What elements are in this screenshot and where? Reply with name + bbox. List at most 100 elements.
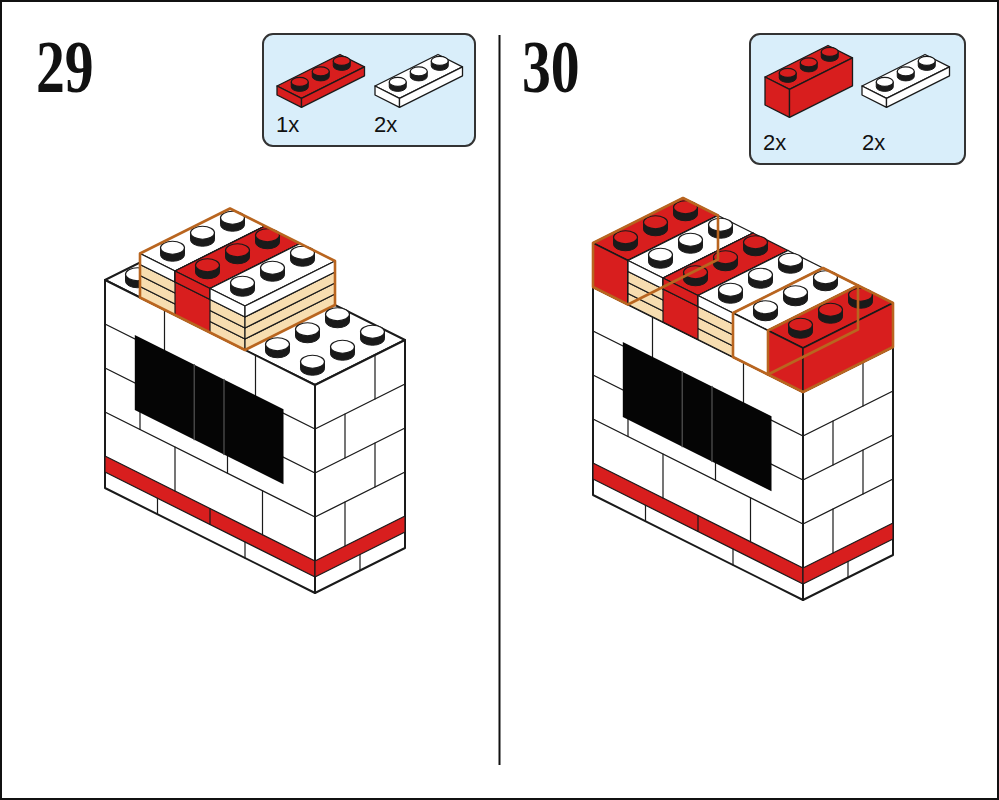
stud-top xyxy=(312,67,329,76)
brick-joint xyxy=(174,447,175,491)
step-divider xyxy=(499,35,501,765)
step-29-model xyxy=(105,209,405,594)
brick-joint xyxy=(803,479,893,524)
stud-top xyxy=(876,77,893,86)
stud-top xyxy=(226,244,250,257)
part-icon xyxy=(765,46,853,118)
brick-joint xyxy=(645,505,646,521)
stud-top xyxy=(231,276,255,289)
part-count: 2x xyxy=(763,132,786,154)
stud-top xyxy=(326,308,350,321)
brick-front xyxy=(593,287,803,600)
stud-top xyxy=(614,231,638,244)
brick-front xyxy=(765,77,790,117)
brick-side xyxy=(315,340,405,593)
stud-top xyxy=(784,286,808,299)
brick-joint xyxy=(652,317,653,361)
stud-top xyxy=(410,67,427,76)
brick-joint xyxy=(315,384,405,429)
brick-top xyxy=(140,242,335,340)
window-divider xyxy=(223,380,224,455)
brick-joint xyxy=(344,502,345,546)
stud-top xyxy=(261,261,285,274)
stud-top xyxy=(779,68,796,77)
brick-joint xyxy=(862,362,863,406)
stud-top xyxy=(679,233,703,246)
brick-joint xyxy=(862,450,863,494)
stud-top xyxy=(821,47,838,56)
stud-top xyxy=(331,340,355,353)
stud-top xyxy=(431,56,448,65)
brick-joint xyxy=(315,472,405,517)
stud-top xyxy=(897,67,914,76)
new-part-outline xyxy=(733,268,858,375)
brick-joint xyxy=(209,509,210,525)
stud-top xyxy=(191,226,215,239)
brick-joint xyxy=(244,542,245,558)
stud-top xyxy=(196,259,220,272)
stud-top xyxy=(649,248,673,261)
brick-side xyxy=(302,67,365,108)
new-part-outline xyxy=(140,209,335,351)
stud-top xyxy=(749,268,773,281)
brick-joint xyxy=(344,414,345,458)
stud-top xyxy=(266,338,290,351)
step-number: 29 xyxy=(36,30,94,104)
stud-top xyxy=(754,301,778,314)
stud-top xyxy=(291,77,308,86)
brick-joint xyxy=(743,362,744,406)
brick-joint xyxy=(359,555,360,571)
brick-joint xyxy=(374,443,375,487)
stud-top xyxy=(361,325,385,338)
part-count: 1x xyxy=(276,114,299,136)
brick-joint xyxy=(697,516,698,532)
brick-joint xyxy=(262,491,263,535)
parts-callout: 2x 2x xyxy=(749,33,966,165)
red-stripe xyxy=(803,523,893,584)
brick-joint xyxy=(750,498,751,542)
brick-joint xyxy=(832,509,833,553)
new-part-outline xyxy=(593,198,718,305)
part-count: 2x xyxy=(374,114,397,136)
stud-top xyxy=(389,77,406,86)
brick-side xyxy=(400,67,463,108)
stud-top xyxy=(644,216,668,229)
brick-joint xyxy=(803,435,893,480)
brick-joint xyxy=(374,355,375,399)
stud-top xyxy=(800,58,817,67)
stud-top xyxy=(709,218,733,231)
brick-joint xyxy=(803,391,893,436)
brick-joint xyxy=(164,310,165,354)
part-icon xyxy=(862,55,950,108)
part-count: 2x xyxy=(862,132,885,154)
brick-side xyxy=(887,67,950,108)
brick-joint xyxy=(847,562,848,578)
red-stripe xyxy=(315,516,405,577)
brick-side xyxy=(790,58,853,118)
stud-top xyxy=(161,241,185,254)
brick-joint xyxy=(315,428,405,473)
parts-callout: 1x 2x xyxy=(262,33,476,147)
brick-top xyxy=(628,249,823,347)
brick-side xyxy=(803,303,893,392)
stud-top xyxy=(779,253,803,266)
stud-top xyxy=(789,318,813,331)
brick-joint xyxy=(662,454,663,498)
brick-side xyxy=(245,261,335,317)
stud-top xyxy=(301,355,325,368)
window-band xyxy=(135,335,284,484)
part-icon xyxy=(375,55,463,108)
brick-joint xyxy=(732,549,733,565)
window-divider xyxy=(194,365,195,440)
brick-joint xyxy=(157,498,158,514)
stud-top xyxy=(333,56,350,65)
window-divider xyxy=(682,372,683,447)
new-part-outline xyxy=(768,286,893,393)
brick-joint xyxy=(255,355,256,399)
part-icon xyxy=(277,55,365,108)
brick-top xyxy=(628,238,823,336)
window-divider xyxy=(711,387,712,462)
step-number: 30 xyxy=(522,30,580,104)
